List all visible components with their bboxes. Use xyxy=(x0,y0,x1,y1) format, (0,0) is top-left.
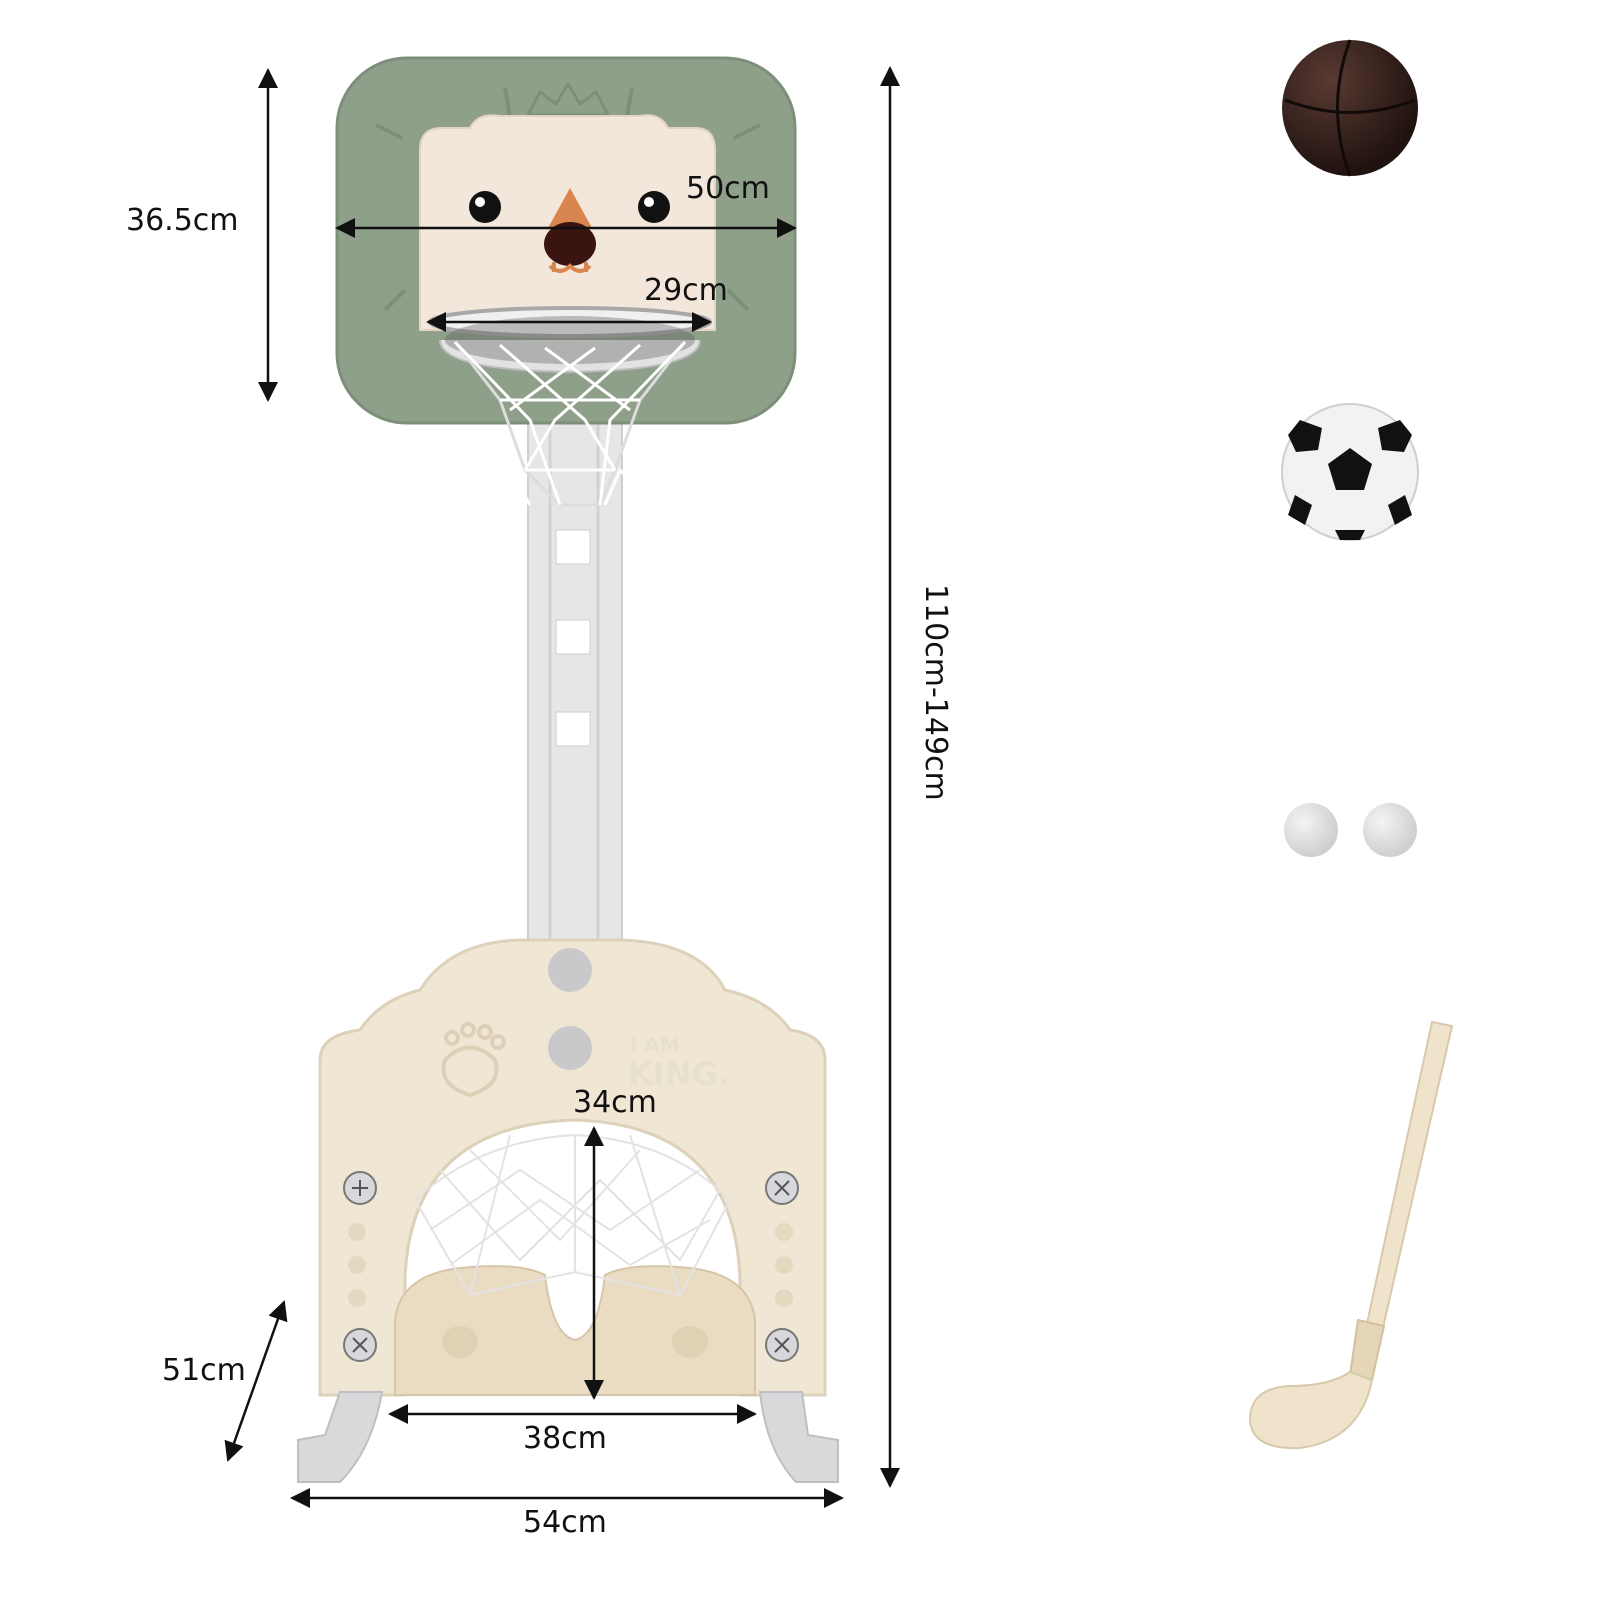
basketball xyxy=(1282,39,1418,177)
base-depth-arrow xyxy=(224,1300,288,1462)
golf-club xyxy=(1248,1020,1454,1450)
base-depth-label: 51cm xyxy=(162,1353,246,1388)
hoop-diameter-label: 29cm xyxy=(644,273,728,308)
base-feet xyxy=(297,1391,839,1483)
brand-text-line2: KING. xyxy=(628,1055,730,1093)
screw-icon xyxy=(343,1171,799,1362)
base-width-label: 54cm xyxy=(523,1505,607,1540)
base-goal xyxy=(318,938,827,1397)
backboard-height-label: 36.5cm xyxy=(126,203,239,238)
hoop-net xyxy=(453,340,687,507)
dimension-arrows xyxy=(224,66,900,1508)
goal-width-label: 38cm xyxy=(523,1421,607,1456)
brand-text-line1: I AM xyxy=(630,1033,680,1057)
backboard-width-label: 50cm xyxy=(686,171,770,206)
total-height-label: 110cm-149cm xyxy=(918,584,953,801)
pole xyxy=(527,389,623,971)
ping-pong-balls xyxy=(1284,803,1417,857)
goal-height-label: 34cm xyxy=(573,1085,657,1120)
paw-icon xyxy=(441,1022,506,1098)
soccer-ball xyxy=(1281,403,1419,541)
